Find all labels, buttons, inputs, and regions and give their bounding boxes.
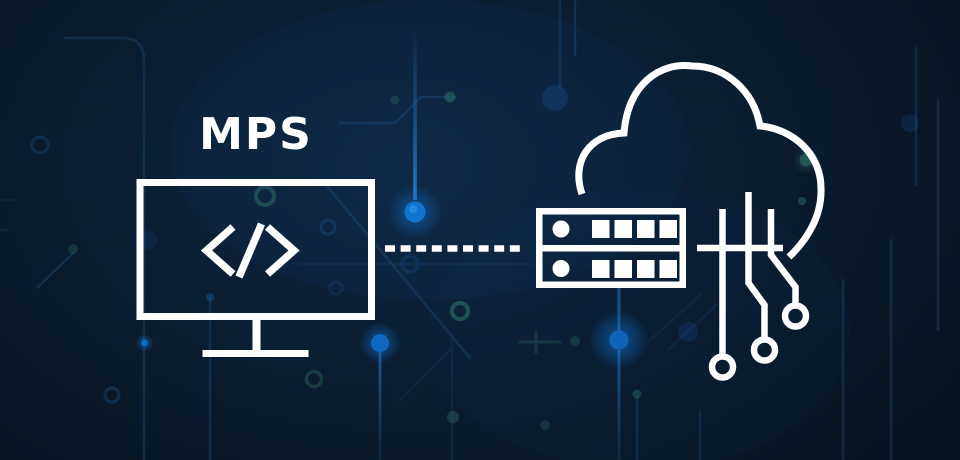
code-icon	[200, 222, 300, 279]
cloud-icon	[575, 62, 825, 260]
server-rack-icon	[536, 208, 686, 288]
circuit-board-pattern	[0, 0, 940, 460]
mps-label: MPS	[199, 109, 313, 160]
circuit-pins-icon	[697, 192, 810, 381]
monitor-icon	[136, 179, 375, 357]
